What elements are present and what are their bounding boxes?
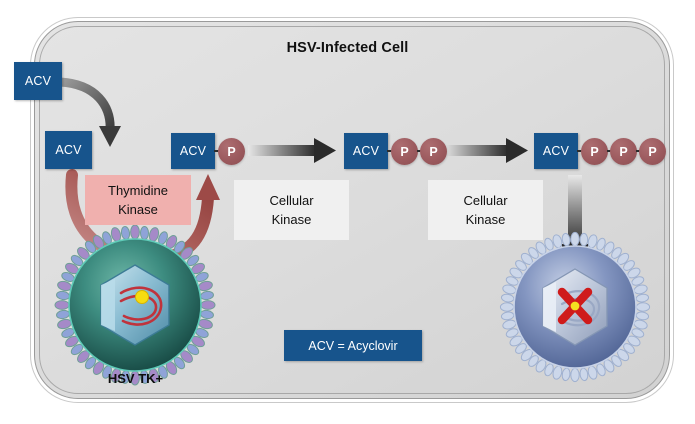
phosphate-circle-tri-3: P — [639, 138, 666, 165]
virus-left-label: HSV TK+ — [107, 371, 164, 386]
cellular-kinase-1-line2: Kinase — [271, 212, 312, 227]
cellular-kinase-2-line2: Kinase — [465, 212, 506, 227]
cellular-kinase-1-line1: Cellular — [269, 193, 314, 208]
thymidine-kinase-label: Thymidine Kinase — [85, 175, 191, 225]
phosphate-circle-mono-1: P — [218, 138, 245, 165]
phosphate-bond — [214, 150, 219, 152]
phosphate-bond — [607, 150, 611, 152]
thymidine-kinase-line2: Kinase — [118, 202, 158, 217]
phosphate-bond — [417, 150, 421, 152]
acv-box-diphosphate[interactable]: ACV — [344, 133, 388, 169]
acv-box-extracellular[interactable]: ACV — [14, 62, 62, 100]
cellular-kinase-2-label: Cellular Kinase — [428, 180, 543, 240]
thymidine-kinase-line1: Thymidine — [108, 183, 168, 198]
page-title: HSV-Infected Cell — [286, 40, 409, 56]
acv-box-triphosphate[interactable]: ACV — [534, 133, 578, 169]
acv-box-intracellular[interactable]: ACV — [45, 131, 92, 169]
cellular-kinase-2-line1: Cellular — [463, 193, 508, 208]
phosphate-circle-tri-1: P — [581, 138, 608, 165]
phosphate-circle-di-2: P — [420, 138, 447, 165]
phosphate-bond — [387, 150, 392, 152]
cellular-kinase-1-label: Cellular Kinase — [234, 180, 349, 240]
phosphate-circle-di-1: P — [391, 138, 418, 165]
phosphate-circle-tri-2: P — [610, 138, 637, 165]
phosphate-bond — [636, 150, 640, 152]
legend-acv-acyclovir: ACV = Acyclovir — [284, 330, 422, 361]
phosphate-bond — [577, 150, 582, 152]
acv-box-monophosphate[interactable]: ACV — [171, 133, 215, 169]
